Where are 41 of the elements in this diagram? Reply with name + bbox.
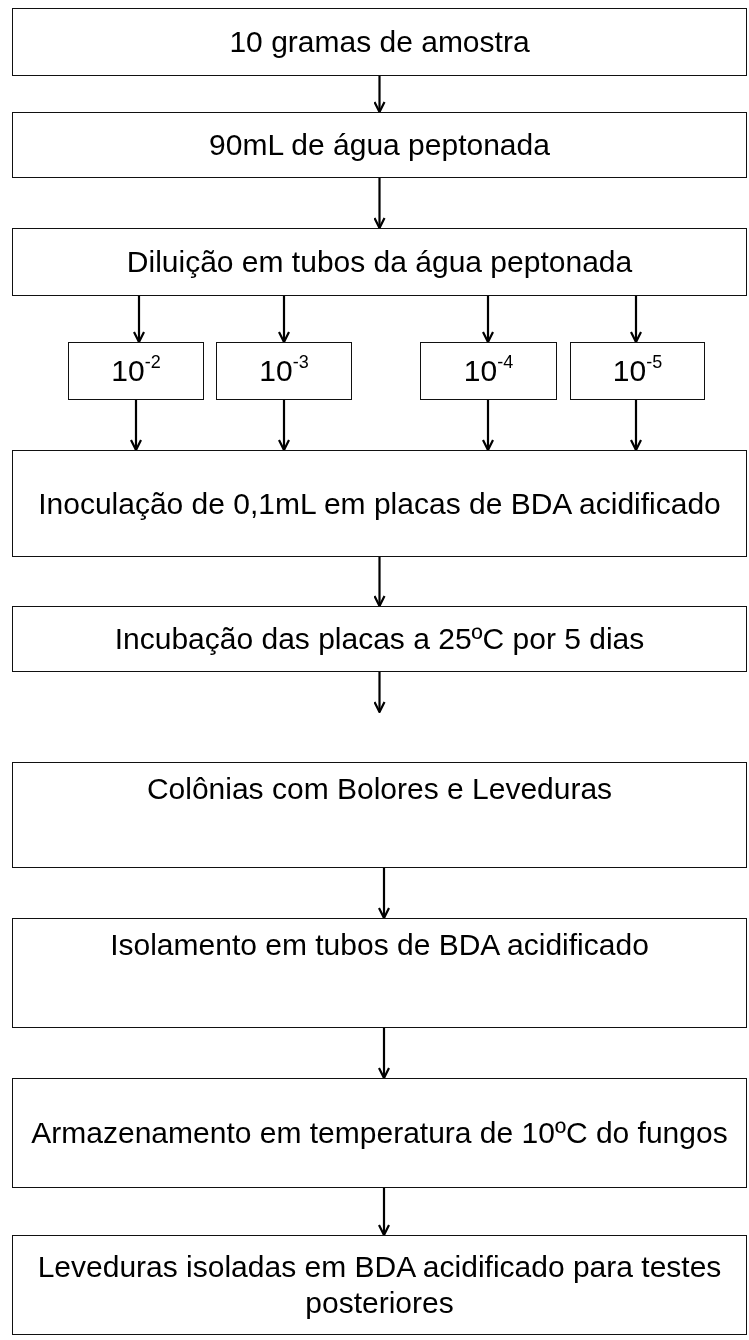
process-box <box>12 8 747 76</box>
process-box <box>12 1235 747 1335</box>
arrow <box>377 868 391 920</box>
arrow <box>481 400 495 452</box>
process-box <box>12 228 747 296</box>
step-text: 10$^{-3}$ <box>259 353 309 389</box>
process-box <box>12 450 747 557</box>
arrow <box>373 672 386 714</box>
step-text: Diluição em tubos da água peptonada <box>126 244 633 280</box>
process-box <box>12 606 747 672</box>
arrow <box>377 1028 391 1080</box>
step-text: 10 gramas de amostra <box>229 24 530 60</box>
process-box <box>420 342 557 400</box>
step-text: Colônias com Bolores e Leveduras <box>146 771 613 807</box>
arrow <box>277 400 291 452</box>
step-text: 90mL de água peptonada <box>209 127 550 163</box>
arrow <box>629 400 643 452</box>
step-text: Incubação das placas a 25ºC por 5 dias <box>114 621 645 657</box>
arrow <box>481 296 495 344</box>
arrow <box>629 296 643 344</box>
arrow <box>132 296 146 344</box>
step-text: Armazenamento em temperatura de 10ºC do fungos <box>31 1115 728 1151</box>
process-box <box>12 112 747 178</box>
step-text: 10$^{-5}$ <box>612 353 663 389</box>
step-text: Inoculação de 0,1mL em placas de BDA acidificado <box>38 485 721 522</box>
arrow <box>277 296 291 344</box>
step-text: 10$^{-4}$ <box>463 353 514 389</box>
process-box <box>12 762 747 868</box>
arrow <box>377 1188 391 1237</box>
process-box <box>68 342 204 400</box>
process-box <box>12 918 747 1028</box>
step-text: Leveduras isoladas em BDA acidificado para testes posteriores <box>36 1249 723 1321</box>
process-box <box>216 342 352 400</box>
step-text: 10$^{-2}$ <box>111 353 161 389</box>
arrow <box>129 400 143 452</box>
arrow <box>373 76 386 114</box>
process-box <box>570 342 705 400</box>
process-box <box>12 1078 747 1188</box>
arrow <box>373 557 386 608</box>
arrow <box>373 178 386 230</box>
step-text: Isolamento em tubos de BDA acidificado <box>110 927 649 963</box>
